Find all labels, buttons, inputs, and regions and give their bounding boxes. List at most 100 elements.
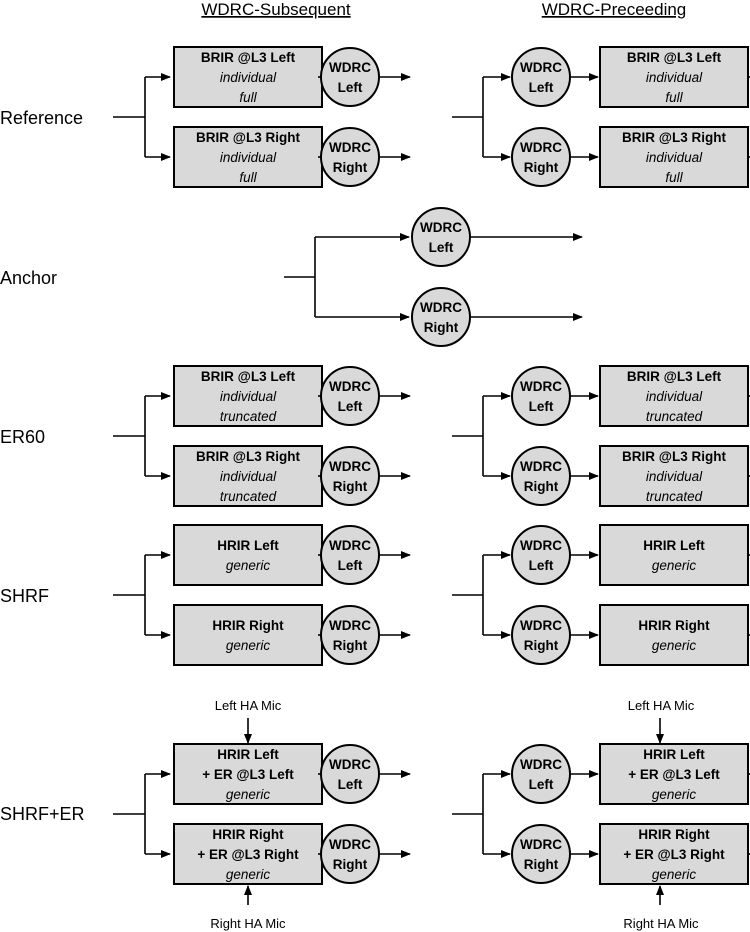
shrf-er-sub-left-box-text-1: HRIR Left <box>217 747 279 762</box>
header-wdrc-preceeding: WDRC-Preceeding <box>542 0 687 19</box>
reference-pre-right-box-text-2: individual <box>646 150 703 165</box>
shrf-sub-left-wdrc <box>320 525 380 585</box>
shrf-er-sub-right-wdrc-side: Right <box>333 857 368 872</box>
row-label-shrf-er: SHRF+ER <box>0 804 85 824</box>
left-ha-mic-label-sub: Left HA Mic <box>215 698 282 713</box>
shrf-er-pre-left-box-text-3: generic <box>652 787 697 802</box>
row-label-er60: ER60 <box>0 427 45 447</box>
shrf-er-pre-left-box-text-1: HRIR Left <box>643 747 705 762</box>
shrf-sub-right-box-text-1: HRIR Right <box>212 618 284 633</box>
reference-sub-right-wdrc <box>320 127 380 187</box>
reference-pre-left-box-text-1: BRIR @L3 Left <box>627 50 722 65</box>
er60-sub-left-box-text-3: truncated <box>220 409 277 424</box>
shrf-er-sub-left-wdrc-title: WDRC <box>329 757 371 772</box>
er60-pre-left-box <box>599 365 749 427</box>
er60-sub-left-box-text-1: BRIR @L3 Left <box>201 369 296 384</box>
reference-sub-right-box-text-3: full <box>239 170 257 185</box>
shrf-pre-left-box <box>599 524 749 586</box>
row-label-reference: Reference <box>0 108 83 128</box>
shrf-sub-right-wdrc <box>320 605 380 665</box>
anchor-left-wdrc <box>411 207 471 267</box>
reference-pre-right-wdrc-side: Right <box>524 160 559 175</box>
shrf-pre-right-box <box>599 604 749 666</box>
er60-pre-right-wdrc-side: Right <box>524 479 559 494</box>
er60-sub-left-wdrc-title: WDRC <box>329 379 371 394</box>
header-wdrc-subsequent: WDRC-Subsequent <box>201 0 351 19</box>
er60-sub-right-wdrc-title: WDRC <box>329 459 371 474</box>
er60-sub-right-wdrc <box>320 446 380 506</box>
reference-pre-right-box-text-1: BRIR @L3 Right <box>622 130 726 145</box>
shrf-er-pre-right-box-text-1: HRIR Right <box>638 827 710 842</box>
shrf-pre-right-wdrc-side: Right <box>524 638 559 653</box>
row-label-shrf: SHRF <box>0 586 49 606</box>
processing-blocks: BRIR @L3 LeftindividualfullWDRCLeftBRIR … <box>113 46 750 931</box>
shrf-er-pre-right-box-text-3: generic <box>652 867 697 882</box>
reference-sub-left-wdrc-side: Left <box>338 80 363 95</box>
anchor-left-wdrc-side: Left <box>429 240 454 255</box>
reference-pre-right-wdrc <box>511 127 571 187</box>
reference-sub-right-box-text-2: individual <box>220 150 277 165</box>
shrf-pre-right-wdrc-title: WDRC <box>520 618 562 633</box>
reference-sub-left-box <box>173 46 323 108</box>
shrf-sub-right-box <box>173 604 323 666</box>
reference-pre-right-wdrc-title: WDRC <box>520 140 562 155</box>
reference-sub-right-wdrc-title: WDRC <box>329 140 371 155</box>
shrf-er-sub-right-box-text-3: generic <box>226 867 271 882</box>
shrf-er-pre-right-wdrc-title: WDRC <box>520 837 562 852</box>
shrf-er-pre-right-wdrc-side: Right <box>524 857 559 872</box>
right-ha-mic-label-pre: Right HA Mic <box>623 916 699 931</box>
shrf-sub-left-box-text-2: generic <box>226 558 271 573</box>
shrf-er-sub-left-wdrc-side: Left <box>338 777 363 792</box>
shrf-er-pre-left-box-text-2: + ER @L3 Left <box>628 767 720 782</box>
er60-pre-right-box-text-3: truncated <box>646 489 703 504</box>
er60-pre-right-box <box>599 445 749 507</box>
shrf-pre-right-box-text-1: HRIR Right <box>638 618 710 633</box>
reference-pre-left-wdrc-title: WDRC <box>520 60 562 75</box>
er60-pre-left-wdrc-title: WDRC <box>520 379 562 394</box>
anchor-right-wdrc-side: Right <box>424 320 459 335</box>
shrf-er-sub-right-box-text-2: + ER @L3 Right <box>197 847 299 862</box>
er60-sub-left-wdrc-side: Left <box>338 399 363 414</box>
shrf-sub-left-wdrc-title: WDRC <box>329 538 371 553</box>
er60-sub-left-box-text-2: individual <box>220 389 277 404</box>
er60-sub-right-wdrc-side: Right <box>333 479 368 494</box>
er60-sub-right-box-text-1: BRIR @L3 Right <box>196 449 300 464</box>
er60-pre-right-wdrc-title: WDRC <box>520 459 562 474</box>
shrf-pre-left-wdrc-side: Left <box>529 558 554 573</box>
reference-pre-left-box-text-2: individual <box>646 70 703 85</box>
shrf-er-sub-right-wdrc <box>320 824 380 884</box>
shrf-sub-left-box-text-1: HRIR Left <box>217 538 279 553</box>
reference-pre-left-box-text-3: full <box>665 90 683 105</box>
shrf-er-pre-left-wdrc-title: WDRC <box>520 757 562 772</box>
shrf-er-sub-right-wdrc-title: WDRC <box>329 837 371 852</box>
er60-pre-left-box-text-1: BRIR @L3 Left <box>627 369 722 384</box>
shrf-pre-right-box-text-2: generic <box>652 638 697 653</box>
er60-pre-left-box-text-3: truncated <box>646 409 703 424</box>
er60-sub-left-box <box>173 365 323 427</box>
reference-sub-left-wdrc <box>320 47 380 107</box>
reference-sub-left-wdrc-title: WDRC <box>329 60 371 75</box>
reference-sub-left-box-text-2: individual <box>220 70 277 85</box>
er60-pre-right-wdrc <box>511 446 571 506</box>
er60-sub-right-box-text-3: truncated <box>220 489 277 504</box>
shrf-er-sub-left-box <box>173 743 323 805</box>
row-label-anchor: Anchor <box>0 268 57 288</box>
shrf-er-sub-left-box-text-2: + ER @L3 Left <box>202 767 294 782</box>
shrf-er-pre-right-box-text-2: + ER @L3 Right <box>623 847 725 862</box>
anchor-left-wdrc-title: WDRC <box>420 220 462 235</box>
shrf-er-pre-left-box <box>599 743 749 805</box>
anchor-right-wdrc <box>411 287 471 347</box>
er60-pre-left-box-text-2: individual <box>646 389 703 404</box>
shrf-pre-left-box-text-2: generic <box>652 558 697 573</box>
shrf-sub-right-wdrc-side: Right <box>333 638 368 653</box>
reference-sub-left-box-text-1: BRIR @L3 Left <box>201 50 296 65</box>
anchor-right-wdrc-title: WDRC <box>420 300 462 315</box>
left-ha-mic-label-pre: Left HA Mic <box>628 698 695 713</box>
er60-sub-left-wdrc <box>320 366 380 426</box>
shrf-pre-right-wdrc <box>511 605 571 665</box>
er60-sub-right-box-text-2: individual <box>220 469 277 484</box>
shrf-pre-left-wdrc-title: WDRC <box>520 538 562 553</box>
shrf-er-pre-left-wdrc-side: Left <box>529 777 554 792</box>
reference-sub-left-box-text-3: full <box>239 90 257 105</box>
